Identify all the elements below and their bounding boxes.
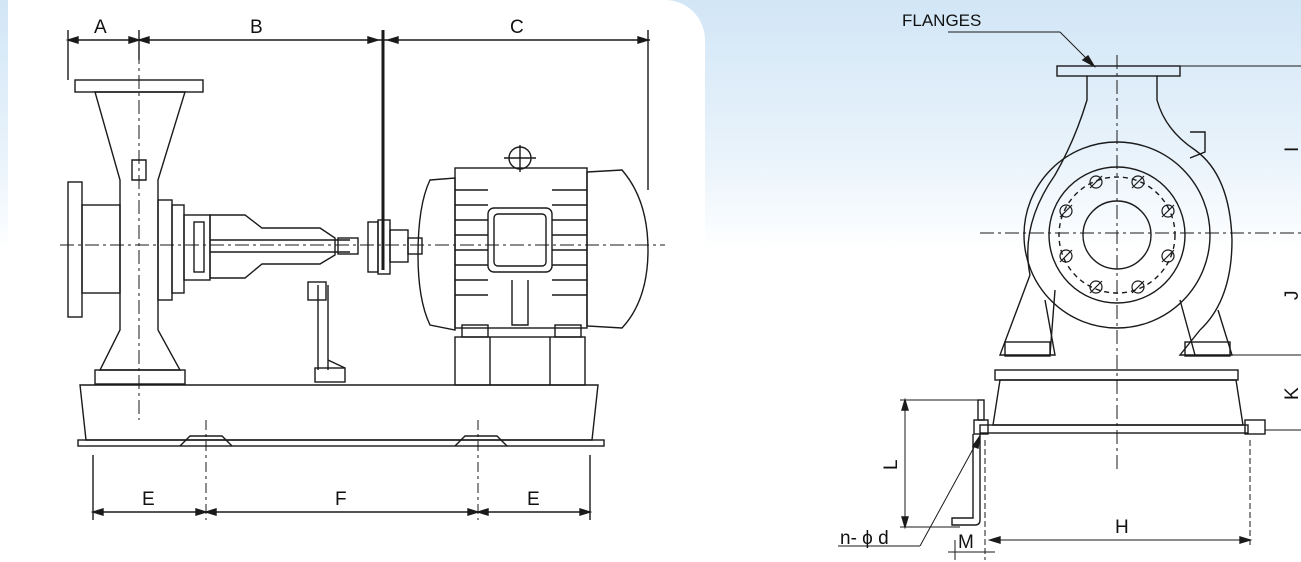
side-view [60, 30, 665, 520]
dim-label-l: L [881, 459, 902, 470]
dim-label-h: H [1115, 517, 1129, 538]
dim-label-j: J [1282, 291, 1301, 301]
dim-label-k: K [1282, 387, 1301, 400]
dim-label-a: A [94, 17, 107, 38]
motor-pedestal [454, 336, 586, 386]
dim-label-i: I [1282, 147, 1301, 152]
dim-label-e-right: E [527, 489, 540, 510]
dim-label-e-left: E [142, 489, 155, 510]
support-leg [307, 281, 346, 383]
top-dimensions [65, 30, 651, 270]
dim-label-m: M [958, 532, 974, 553]
bolt-holes [1059, 175, 1175, 294]
base-plate [77, 369, 605, 447]
motor [417, 145, 649, 338]
dim-label-b: B [250, 17, 263, 38]
dim-label-c: C [510, 17, 524, 38]
dim-label-nd: n- ϕ d [840, 528, 889, 549]
front-view [838, 31, 1301, 560]
bearing-housing [171, 204, 359, 294]
dim-label-f: F [335, 489, 347, 510]
pump-casing [67, 79, 204, 371]
side-view-panel [8, 0, 705, 560]
coupling [367, 219, 423, 275]
flanges-label: FLANGES [902, 11, 981, 30]
bottom-dimensions [90, 420, 593, 520]
